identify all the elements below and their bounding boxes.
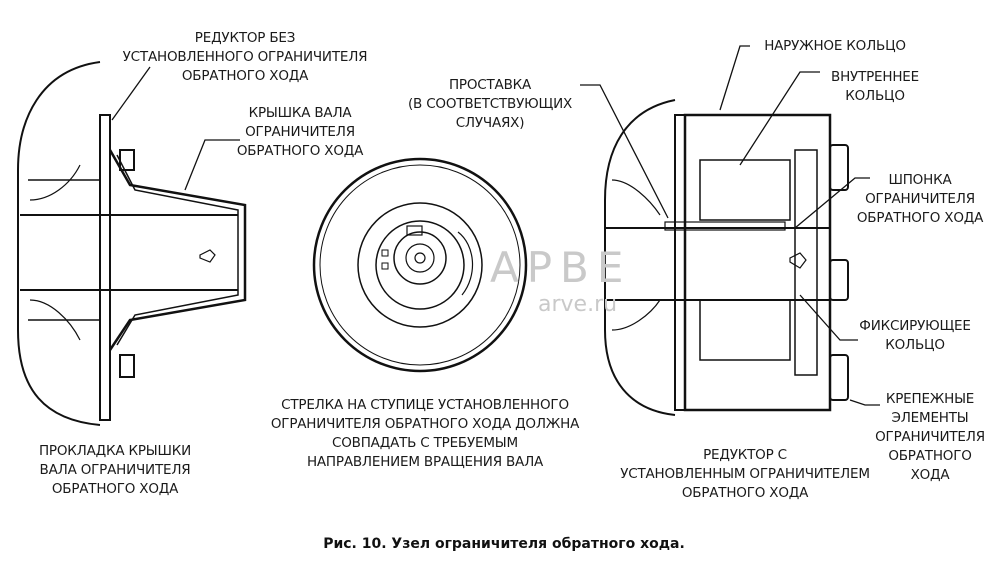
- label-shaft-cover: КРЫШКА ВАЛА ОГРАНИЧИТЕЛЯ ОБРАТНОГО ХОДА: [236, 105, 364, 159]
- label-cover-gasket: ПРОКЛАДКА КРЫШКИ ВАЛА ОГРАНИЧИТЕЛЯ ОБРАТ…: [38, 443, 192, 497]
- label-outer-ring: НАРУЖНОЕ КОЛЬЦО: [764, 38, 906, 54]
- label-retaining-ring: ФИКСИРУЮЩЕЕ КОЛЬЦО: [859, 318, 971, 353]
- watermark-site: arve.ru: [538, 292, 618, 317]
- watermark-brand: АРВЕ: [490, 243, 632, 292]
- label-reducer-with-backstop: РЕДУКТОР С УСТАНОВЛЕННЫМ ОГРАНИЧИТЕЛЕМ О…: [620, 447, 870, 501]
- label-fasteners: КРЕПЕЖНЫЕ ЭЛЕМЕНТЫ ОГРАНИЧИТЕЛЯ ОБРАТНОГ…: [875, 391, 985, 483]
- label-reducer-without-backstop: РЕДУКТОР БЕЗ УСТАНОВЛЕННОГО ОГРАНИЧИТЕЛЯ…: [122, 30, 368, 84]
- end-view-drawing: [312, 157, 528, 373]
- label-key: ШПОНКА ОГРАНИЧИТЕЛЯ ОБРАТНОГО ХОДА: [856, 172, 984, 226]
- label-spacer: ПРОСТАВКА (В СООТВЕТСТВУЮЩИХ СЛУЧАЯХ): [407, 77, 573, 131]
- right-reducer-drawing: [580, 45, 880, 416]
- label-arrow-note: СТРЕЛКА НА СТУПИЦЕ УСТАНОВЛЕННОГО ОГРАНИ…: [270, 397, 580, 470]
- figure-caption: Рис. 10. Узел ограничителя обратного ход…: [323, 536, 685, 552]
- label-inner-ring: ВНУТРЕННЕЕ КОЛЬЦО: [831, 69, 919, 104]
- left-reducer-drawing: [17, 61, 247, 426]
